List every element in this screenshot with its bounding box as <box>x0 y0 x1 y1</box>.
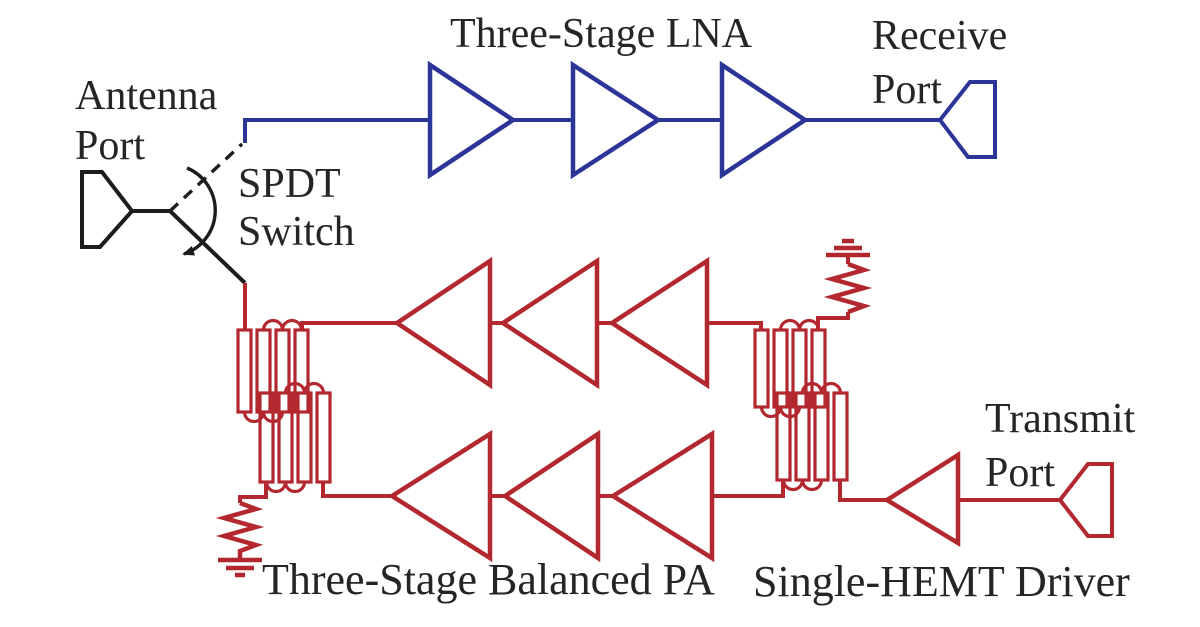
pa-top-to-coupler-wire <box>707 321 763 330</box>
switch-throw-receive-dashed-line <box>168 142 244 213</box>
resistor-zigzag <box>823 261 873 315</box>
switch-motion-arrow <box>182 166 217 256</box>
driver-group <box>882 450 1114 547</box>
input-coupler <box>236 318 332 494</box>
switch-to-lna-wire <box>243 118 430 143</box>
pa-top-stage1-amplifier-triangle <box>607 256 710 390</box>
coupler-finger <box>315 391 332 484</box>
coupler-crossover-arcs <box>283 381 326 394</box>
lna-stage3-amplifier-triangle <box>719 60 810 180</box>
coupler-to-pa-bottom-link <box>712 480 785 498</box>
antenna-port-symbol <box>80 170 135 249</box>
antenna-port-label-line1: Antenna <box>75 73 218 119</box>
resistor-lead <box>238 482 268 503</box>
pa-top-branch <box>300 256 763 390</box>
coupler-to-pa-top-wire <box>300 321 397 330</box>
receive-port-symbol <box>937 80 997 159</box>
spdt-switch-label-line1: SPDT <box>238 161 341 207</box>
receive-port-label-line2: Port <box>872 67 942 113</box>
pa-bottom-stage3-amplifier-triangle <box>387 429 493 563</box>
driver-label: Single-HEMT Driver <box>753 557 1130 606</box>
ground-symbol-inverted <box>826 238 870 258</box>
pa-bottom-branch <box>321 429 715 563</box>
output-coupler-termination <box>816 238 873 330</box>
antenna-port-label-line2: Port <box>75 123 145 169</box>
transmit-chain <box>215 238 1114 578</box>
coupler-finger <box>753 328 770 409</box>
pa-top-stage2-amplifier-triangle <box>498 256 600 390</box>
pa-bottom-stage1-amplifier-triangle <box>608 429 715 563</box>
pa-top-stage3-amplifier-triangle <box>392 256 493 390</box>
output-coupler <box>712 318 887 502</box>
transmit-port-label-line1: Transmit <box>985 396 1135 442</box>
input-coupler-termination <box>215 482 268 578</box>
resistor-zigzag <box>215 500 265 558</box>
resistor-to-coupler-lead <box>816 312 850 330</box>
lna-stage1-amplifier-triangle <box>427 60 518 180</box>
antenna-switch-group <box>80 142 247 285</box>
coupler-to-driver-wire <box>838 480 887 502</box>
receive-port-label-line1: Receive <box>872 13 1007 59</box>
switch-arm-transmit <box>168 209 247 285</box>
coupler-finger <box>236 328 253 414</box>
coupler-to-pa-bottom-wire <box>321 482 392 498</box>
ground-symbol <box>218 557 262 578</box>
lna-stage2-amplifier-triangle <box>570 60 663 180</box>
spdt-switch-label-line2: Switch <box>238 209 355 255</box>
coupler-crossover-arcs <box>800 381 843 394</box>
pa-bottom-stage2-amplifier-triangle <box>500 429 601 563</box>
balanced-pa-label: Three-Stage Balanced PA <box>262 555 715 604</box>
driver-amplifier-triangle <box>882 450 961 547</box>
transmit-port-symbol <box>1057 462 1114 538</box>
transmit-port-label-line2: Port <box>985 450 1055 496</box>
receive-chain <box>243 60 997 180</box>
lna-label: Three-Stage LNA <box>450 11 753 57</box>
coupler-finger <box>832 391 849 482</box>
labels: Antenna Port SPDT Switch Three-Stage LNA… <box>75 11 1135 606</box>
